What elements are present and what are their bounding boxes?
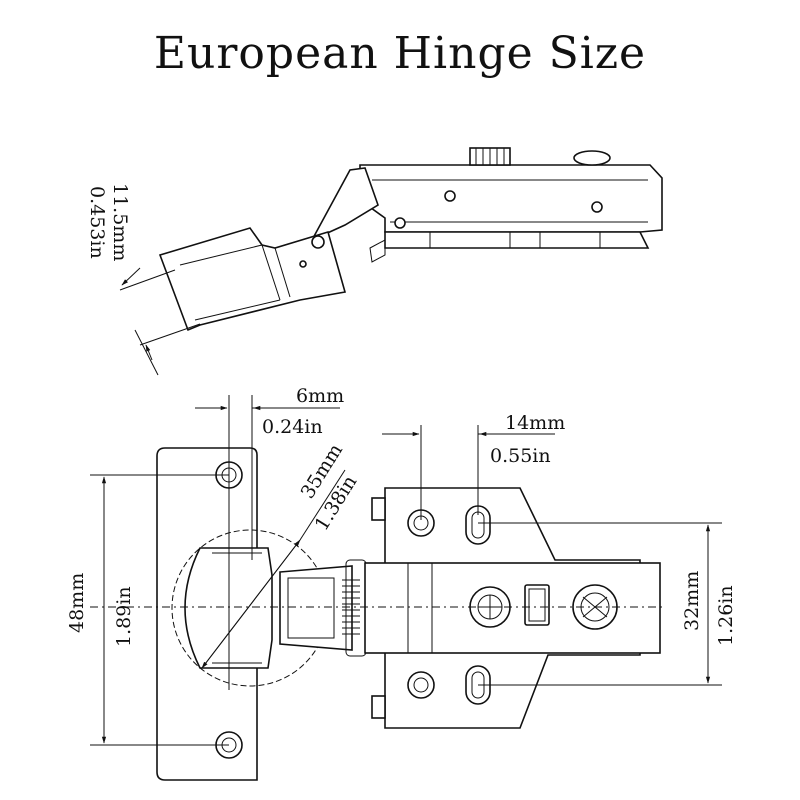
front-view: 6mm 0.24in 35mm 1.38in 14mm 0.55in 48mm … [66, 385, 737, 781]
cup-plate-height-in-label: 1.89in [113, 586, 135, 647]
hinge-cup-side [158, 227, 347, 332]
cup-offset-in-label: 0.453in [86, 186, 108, 259]
spring-coil [342, 579, 360, 635]
cam-screw-side [573, 150, 611, 166]
hinge-link-side [310, 167, 379, 242]
cup-offset-mm-label: 11.5mm [109, 183, 131, 261]
hole-spacing-in-label: 0.55in [490, 445, 551, 467]
mounting-plate-side [384, 231, 650, 249]
plate-hole-lower-round [407, 671, 435, 699]
hole-spacing-mm-label: 14mm [505, 412, 565, 434]
edge-distance-in-label: 0.24in [262, 416, 323, 438]
plate-spacing-mm-label: 32mm [681, 571, 703, 631]
hinge-arm-front [279, 565, 353, 651]
page-title: European Hinge Size [153, 28, 647, 79]
side-view: 11.5mm 0.453in [86, 147, 663, 376]
cup-plate-height-mm-label: 48mm [66, 573, 88, 633]
edge-distance-mm-label: 6mm [296, 385, 344, 407]
plate-spacing-in-label: 1.26in [715, 585, 737, 646]
